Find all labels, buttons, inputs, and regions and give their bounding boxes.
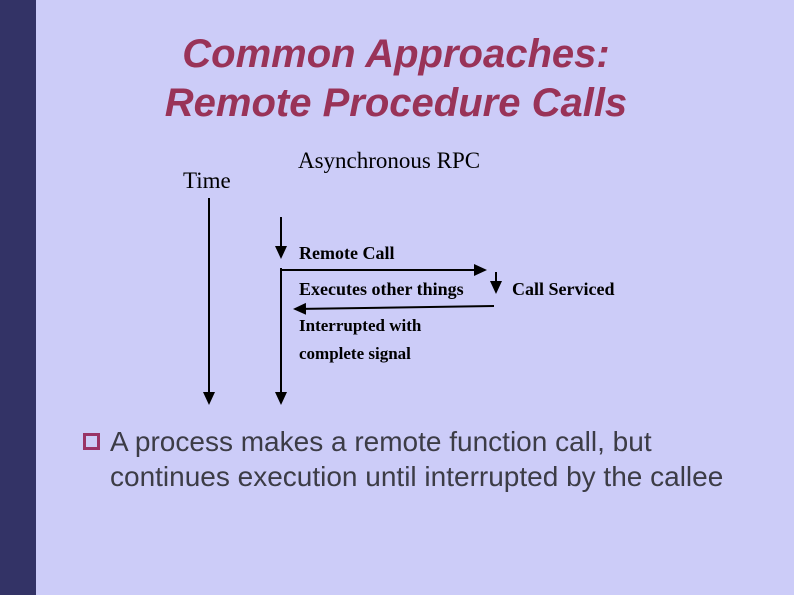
diagram-heading: Asynchronous RPC: [298, 148, 481, 173]
slide-title: Common Approaches: Remote Procedure Call…: [37, 30, 755, 128]
left-accent-bar: [0, 0, 36, 595]
executes-other-things-label: Executes other things: [299, 279, 464, 299]
title-line-2: Remote Procedure Calls: [164, 81, 628, 125]
remote-call-label: Remote Call: [299, 243, 395, 263]
interrupt-return-arrow: [293, 302, 495, 315]
call-serviced-label: Call Serviced: [512, 279, 615, 299]
title-line-1: Common Approaches:: [182, 32, 610, 76]
interrupted-with-label: Interrupted with: [299, 316, 422, 335]
bullet-text: A process makes a remote function call, …: [110, 426, 724, 492]
complete-signal-label: complete signal: [299, 344, 411, 363]
time-axis-label: Time: [183, 168, 231, 193]
bullet-square-icon: [83, 433, 100, 450]
